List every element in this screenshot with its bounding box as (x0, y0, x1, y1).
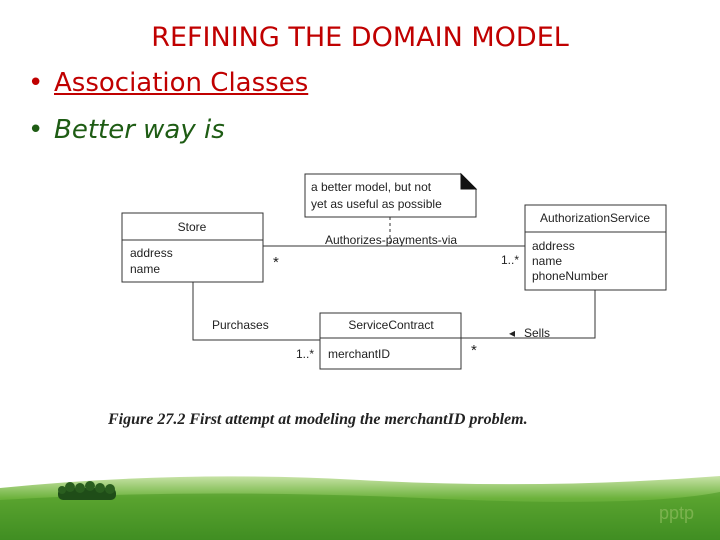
class-name: AuthorizationService (540, 211, 650, 225)
watermark: pptp (659, 503, 694, 524)
association-label: Authorizes-payments-via (325, 233, 457, 247)
association-label: Purchases (212, 318, 269, 332)
class-attribute: address (130, 246, 173, 260)
direction-arrow: ◂ (509, 326, 515, 340)
class-attribute: name (130, 262, 160, 276)
class-attribute: name (532, 254, 562, 268)
class-attribute: merchantID (328, 347, 390, 361)
multiplicity: * (273, 254, 279, 271)
multiplicity: 1..* (501, 253, 519, 267)
grass-footer (0, 458, 720, 540)
class-authorization-service: AuthorizationService address name phoneN… (525, 205, 666, 290)
figure-caption: Figure 27.2 First attempt at modeling th… (108, 411, 528, 429)
class-name: ServiceContract (348, 318, 434, 332)
multiplicity: 1..* (296, 347, 314, 361)
note-line-2: yet as useful as possible (311, 197, 442, 211)
class-name: Store (178, 220, 207, 234)
class-attribute: phoneNumber (532, 269, 608, 283)
uml-note: a better model, but not yet as useful as… (305, 174, 476, 217)
multiplicity: * (471, 342, 477, 359)
class-attribute: address (532, 239, 575, 253)
note-line-1: a better model, but not (311, 180, 432, 194)
class-store: Store address name (122, 213, 263, 282)
association-label: Sells (524, 326, 550, 340)
class-service-contract: ServiceContract merchantID (320, 313, 461, 369)
